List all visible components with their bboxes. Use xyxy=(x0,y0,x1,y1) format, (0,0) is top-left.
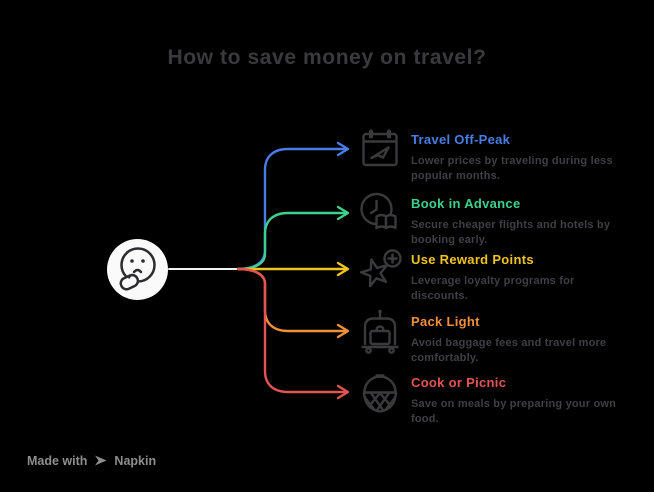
connector-pack-light xyxy=(236,267,350,339)
item-title: Cook or Picnic xyxy=(411,375,507,390)
watermark-prefix: Made with xyxy=(27,453,88,468)
list-item-use-reward-points: Use Reward Points Leverage loyalty progr… xyxy=(357,246,647,304)
item-title: Pack Light xyxy=(411,314,480,329)
center-node xyxy=(107,239,168,300)
luggage-cart-icon xyxy=(361,309,399,354)
connector-travel-off-peak xyxy=(236,141,350,271)
item-title: Use Reward Points xyxy=(411,252,534,267)
watermark: Made with Napkin xyxy=(27,453,156,468)
item-title: Book in Advance xyxy=(411,196,521,211)
item-description: Save on meals by preparing your own food… xyxy=(411,398,617,425)
item-description: Avoid baggage fees and travel more comfo… xyxy=(411,337,607,364)
item-description: Secure cheaper flights and hotels by boo… xyxy=(411,219,611,246)
list-item-travel-off-peak: Travel Off-Peak Lower prices by travelin… xyxy=(357,126,647,184)
clock-book-icon xyxy=(360,192,397,230)
page-title: How to save money on travel? xyxy=(167,46,487,69)
napkin-logo-icon xyxy=(95,455,107,466)
list-item-book-in-advance: Book in Advance Secure cheaper flights a… xyxy=(357,190,647,248)
picnic-basket-icon xyxy=(362,374,398,413)
calendar-plane-icon xyxy=(362,129,398,167)
connector-book-in-advance xyxy=(236,205,350,271)
watermark-brand: Napkin xyxy=(114,453,157,468)
item-description: Leverage loyalty programs for discounts. xyxy=(411,275,575,302)
list-item-pack-light: Pack Light Avoid baggage fees and travel… xyxy=(357,308,647,366)
star-plus-icon xyxy=(359,249,402,288)
connector-cook-or-picnic xyxy=(236,267,350,400)
list-item-cook-or-picnic: Cook or Picnic Save on meals by preparin… xyxy=(357,369,647,427)
connector-use-reward-points xyxy=(236,261,350,277)
item-description: Lower prices by traveling during less po… xyxy=(411,155,613,182)
thinking-face-icon xyxy=(119,247,156,291)
item-title: Travel Off-Peak xyxy=(411,132,511,147)
